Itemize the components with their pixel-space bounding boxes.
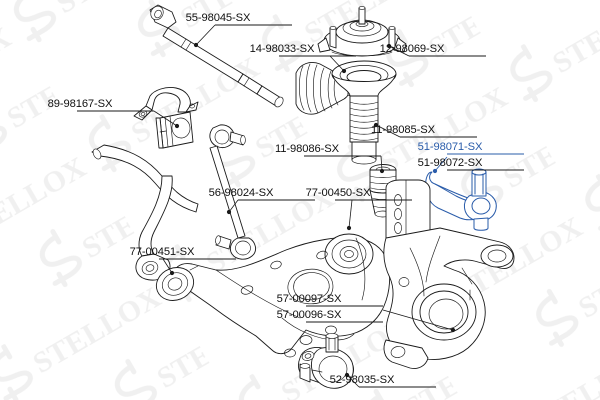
leader-dot-outer-tie-rod-end-left bbox=[432, 168, 438, 174]
leader-dot-stabilizer-link bbox=[226, 209, 232, 215]
label-52-98035-sx[interactable]: 52-98035-SX bbox=[330, 374, 396, 386]
label-14-98033-sx[interactable]: 14-98033-SX bbox=[250, 43, 316, 55]
part-stabilizer-bushing bbox=[155, 111, 194, 149]
leader-line-control-arm-front-bushing bbox=[348, 199, 353, 229]
leader-dot-inner-tie-rod bbox=[193, 42, 199, 48]
part-stabilizer-bar bbox=[91, 144, 199, 281]
label-55-98045-sx[interactable]: 55-98045-SX bbox=[186, 12, 252, 24]
label-51-98072-sx[interactable]: 51-98072-SX bbox=[418, 157, 484, 169]
leader-dot-strut-bump-stop bbox=[379, 168, 385, 174]
label-77-00451-sx[interactable]: 77-00451-SX bbox=[130, 246, 196, 258]
leader-dot-stabilizer-bushing bbox=[174, 123, 180, 129]
label-12-98069-sx[interactable]: 12-98069-SX bbox=[380, 43, 446, 55]
part-outer-tie-rod-end bbox=[425, 168, 497, 231]
label-57-00097-sx[interactable]: 57-00097-SX bbox=[277, 293, 343, 305]
label-89-98167-sx[interactable]: 89-98167-SX bbox=[48, 98, 114, 110]
leader-dot-control-arm-front-bushing bbox=[346, 225, 352, 231]
leader-line-inner-tie-rod bbox=[195, 24, 216, 46]
label-11-98085-sx[interactable]: 11-98085-SX bbox=[371, 124, 436, 136]
label-57-00096-sx[interactable]: 57-00096-SX bbox=[277, 309, 343, 321]
part-strut-dust-boot bbox=[331, 60, 397, 165]
leader-dot-control-arm-bracket-lower bbox=[450, 327, 456, 333]
label-11-98086-sx[interactable]: 11-98086-SX bbox=[275, 143, 340, 155]
label-56-98024-sx[interactable]: 56-98024-SX bbox=[209, 187, 275, 199]
label-77-00450-sx[interactable]: 77-00450-SX bbox=[306, 187, 372, 199]
leader-dot-control-arm-rear-bushing bbox=[169, 270, 175, 276]
leader-dot-steering-rack-boot bbox=[341, 68, 347, 74]
label-51-98071-sx[interactable]: 51-98071-SX bbox=[418, 141, 484, 153]
